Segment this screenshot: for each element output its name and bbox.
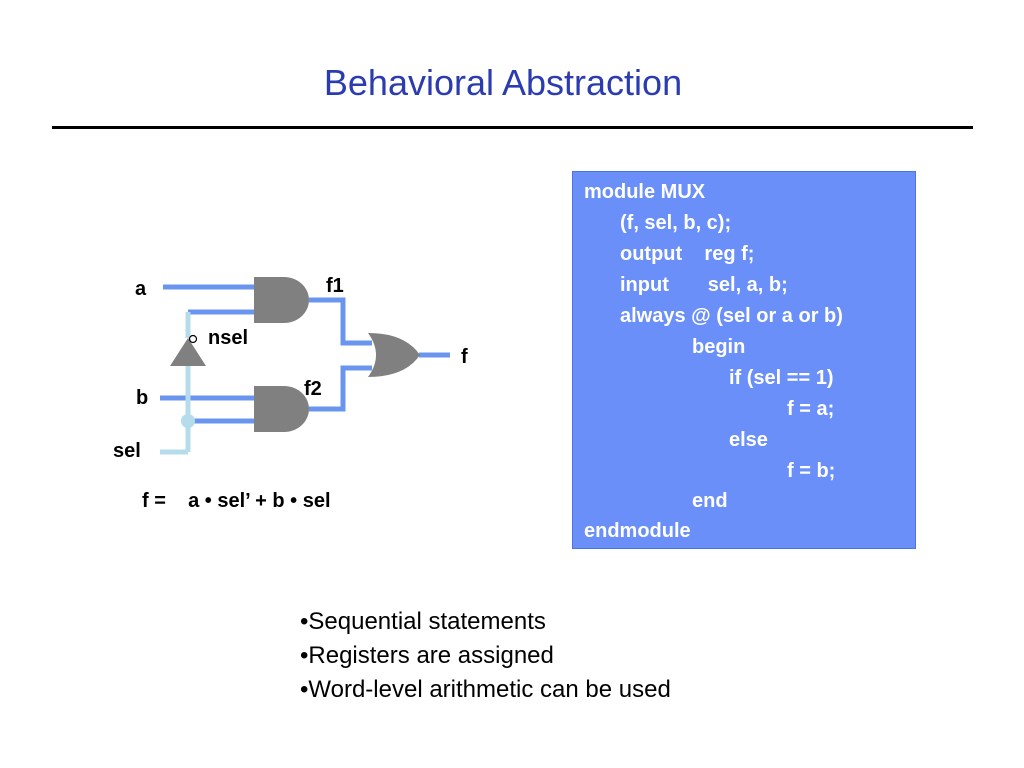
bullet-item: •Sequential statements — [300, 608, 546, 635]
wires-light — [160, 312, 191, 455]
inverter-gate — [170, 338, 206, 366]
inverter-bubble — [188, 334, 198, 344]
label-f2: f2 — [304, 378, 322, 400]
code-line: if (sel == 1) — [729, 367, 834, 389]
code-line: output reg f; — [620, 243, 755, 265]
bullet-item: •Registers are assigned — [300, 642, 554, 669]
code-line: f = a; — [787, 398, 835, 420]
or-gate — [368, 333, 420, 377]
code-line: begin — [692, 336, 746, 358]
code-line: else — [729, 429, 768, 451]
label-f: f — [461, 346, 468, 368]
wire-f1 — [309, 297, 372, 346]
label-a: a — [135, 278, 147, 300]
and-gate-1 — [254, 277, 309, 323]
bullet-item: •Word-level arithmetic can be used — [300, 676, 671, 703]
label-sel: sel — [113, 440, 141, 462]
label-nsel: nsel — [208, 327, 249, 349]
code-line: always @ (sel or a or b) — [620, 305, 843, 327]
bullet-list: •Sequential statements •Registers are as… — [300, 605, 671, 707]
mux-equation: f = a • sel’ + b • sel — [142, 490, 331, 512]
wire-f2 — [309, 365, 372, 412]
code-line: f = b; — [787, 460, 836, 482]
code-line: module MUX — [584, 181, 706, 203]
code-line: endmodule — [584, 520, 691, 542]
verilog-code-box: module MUX (f, sel, b, c); output reg f;… — [572, 171, 916, 549]
title-divider — [52, 126, 973, 129]
slide-title: Behavioral Abstraction — [323, 62, 683, 103]
and-gate-2 — [254, 386, 309, 432]
code-line: (f, sel, b, c); — [620, 212, 732, 234]
wires-dark — [160, 284, 450, 424]
label-f1: f1 — [326, 275, 344, 297]
junction-dot — [181, 414, 195, 428]
code-line: end — [692, 490, 728, 512]
code-line: input sel, a, b; — [620, 274, 788, 296]
label-b: b — [136, 387, 149, 409]
